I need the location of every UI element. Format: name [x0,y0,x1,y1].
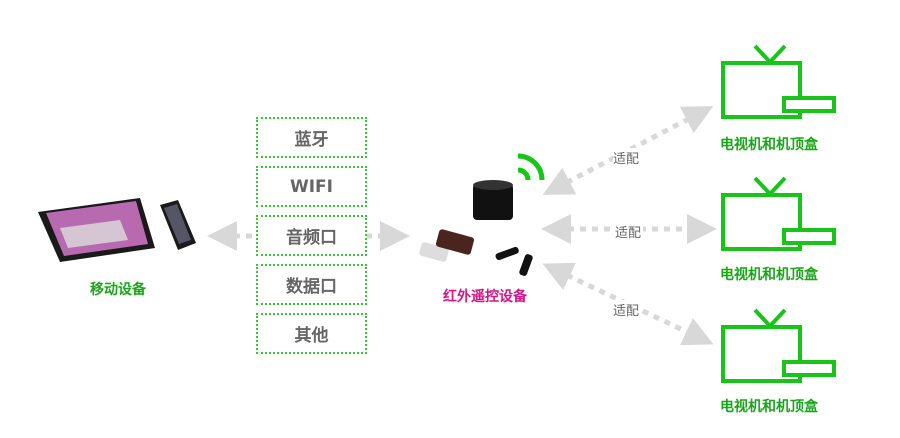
phone-icon [160,200,196,250]
link-label: 适配 [613,300,640,319]
ir-device-label: 红外遥控设备 [443,289,527,305]
channel-audio-port: 音频口 [256,215,367,256]
ir-dongles-icon [419,229,533,276]
channel-other: 其他 [256,313,367,354]
arrow-ir-to-tv-3 [542,262,714,346]
mobile-device-label: 移动设备 [90,282,146,298]
tv-icon [721,44,836,119]
link-label: 适配 [613,148,640,167]
arrow-ir-to-tv-1 [542,106,714,195]
link-label: 适配 [613,222,644,241]
tv-label: 电视机和机顶盒 [720,137,818,153]
channel-wifi: WIFI [256,166,367,207]
tv-icon [721,176,836,251]
tablet-icon [38,198,155,262]
tv-label: 电视机和机顶盒 [720,399,818,415]
channel-data-port: 数据口 [256,264,367,305]
ir-receiver-icon [473,180,513,220]
tv-label: 电视机和机顶盒 [720,267,818,283]
channel-bluetooth: 蓝牙 [256,117,367,158]
wireless-signal-icon [517,153,545,181]
tv-icon [721,308,836,383]
